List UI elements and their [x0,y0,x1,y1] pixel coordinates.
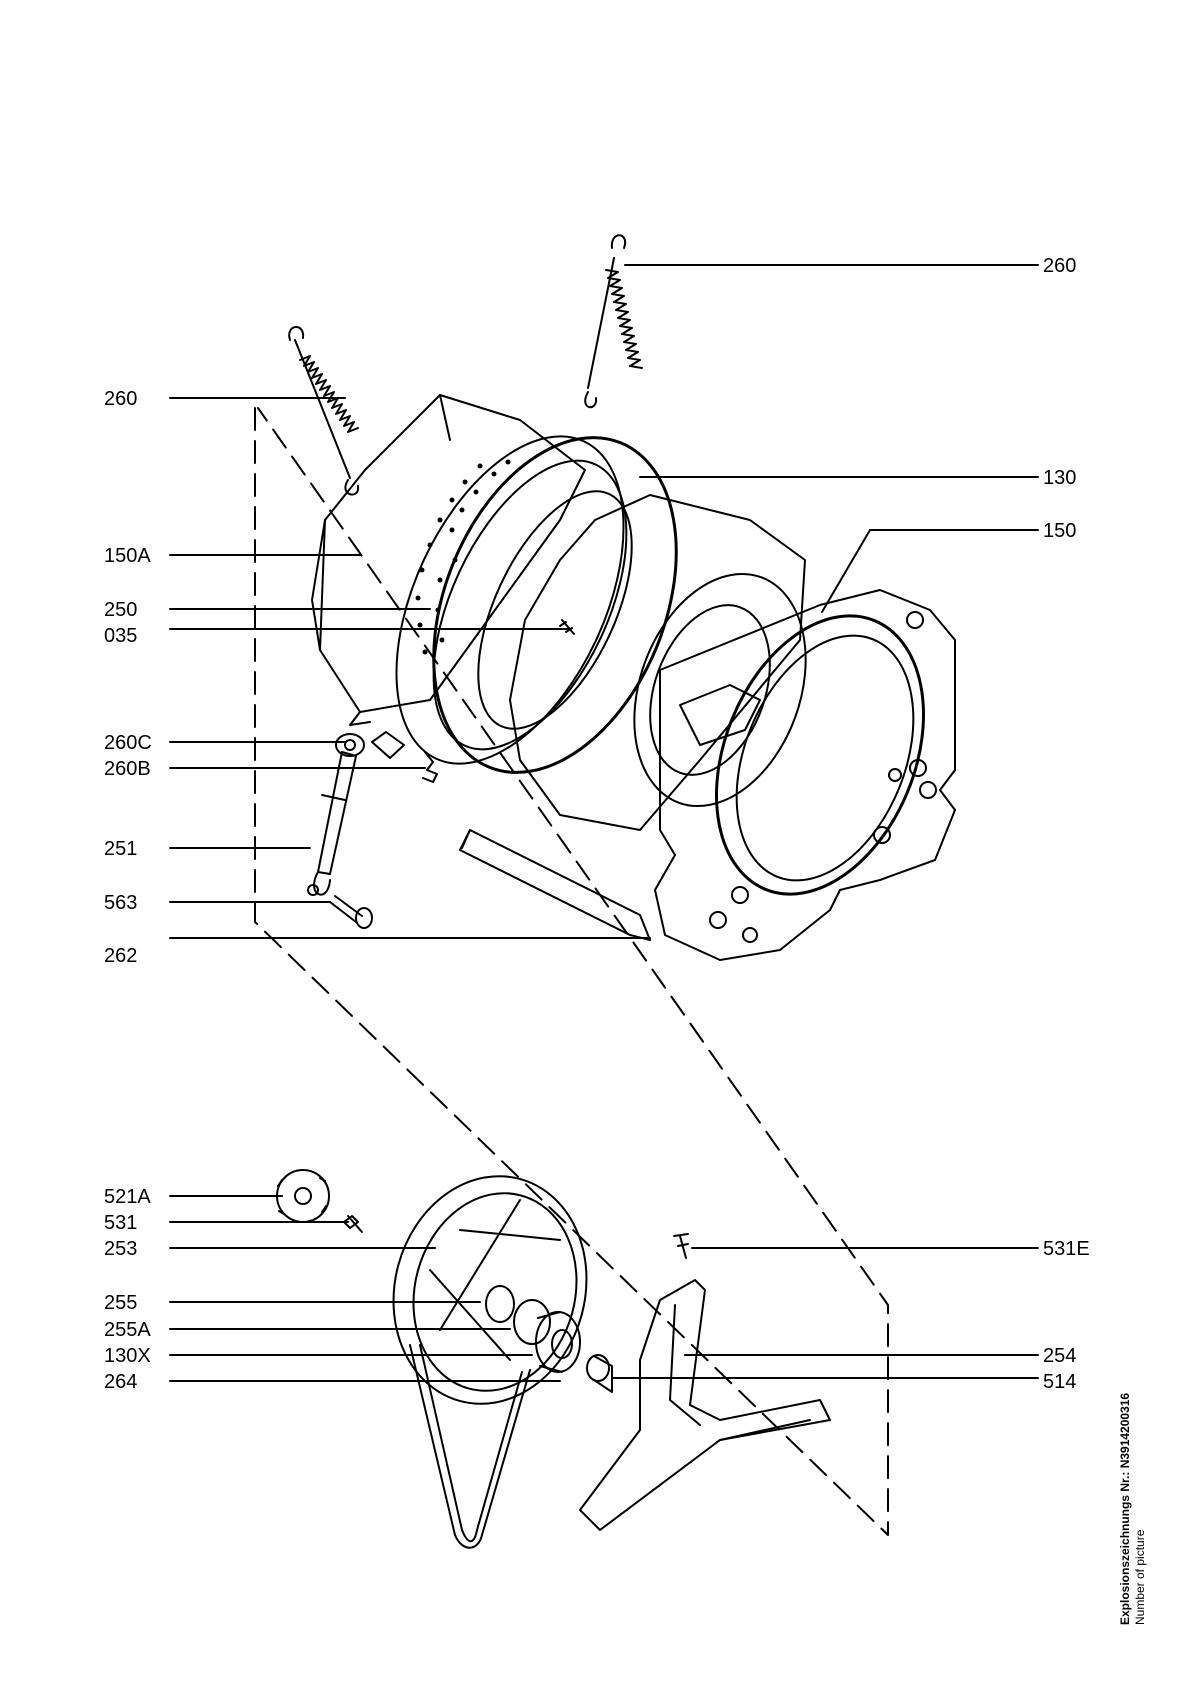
belt-264 [409,1344,531,1549]
bearing-255 [485,1285,515,1323]
label-150: 150 [1043,520,1076,542]
label-130: 130 [1043,467,1076,489]
label-262: 262 [104,945,137,967]
label-250: 250 [104,599,137,621]
label-264: 264 [104,1371,137,1393]
disc-521a [276,1169,330,1223]
label-531: 531 [104,1212,137,1234]
spring-right [584,234,643,408]
label-521a: 521A [104,1186,151,1208]
label-260-top-left: 260 [104,388,137,410]
label-563: 563 [104,892,137,914]
shock-absorber [307,733,365,896]
front-mounting-frame [654,589,956,961]
drawing-number-subtitle: Number of picture [1133,1529,1147,1625]
clip-260b [422,751,438,783]
label-253: 253 [104,1238,137,1260]
front-tub-half [509,494,807,831]
label-531e: 531E [1043,1238,1090,1260]
strip-262 [459,829,651,941]
assembly-dashed-outline [254,407,889,1536]
label-255a: 255A [104,1319,151,1341]
screw-035 [559,619,575,635]
drawing-number-title: Explosionszeichnungs Nr.: N3914200316 [1118,1392,1132,1625]
label-260c: 260C [104,732,152,754]
rear-tub-half [311,394,586,726]
pin-563 [329,895,373,929]
label-255: 255 [104,1292,137,1314]
label-514: 514 [1043,1371,1076,1393]
label-254: 254 [1043,1345,1076,1367]
label-035: 035 [104,625,137,647]
drum [395,435,633,765]
spider-254 [579,1279,831,1531]
part-labels: 260 260 130 150 150A 250 035 260C 260B 2… [104,255,1090,1393]
seal-130x [535,1311,581,1373]
label-260b: 260B [104,758,151,780]
label-150a: 150A [104,545,151,567]
label-260-top-right: 260 [1043,255,1076,277]
bracket-260c [371,731,405,759]
seal-ring-130 [432,436,678,774]
screw-531e [673,1233,689,1259]
bearing-255a [513,1299,551,1345]
label-251: 251 [104,838,137,860]
screw-531 [343,1215,363,1233]
pulley-253 [392,1175,588,1405]
leader-lines [169,264,1039,1382]
spring-left [288,326,360,496]
bushing-514 [586,1354,613,1393]
label-130x: 130X [104,1345,151,1367]
